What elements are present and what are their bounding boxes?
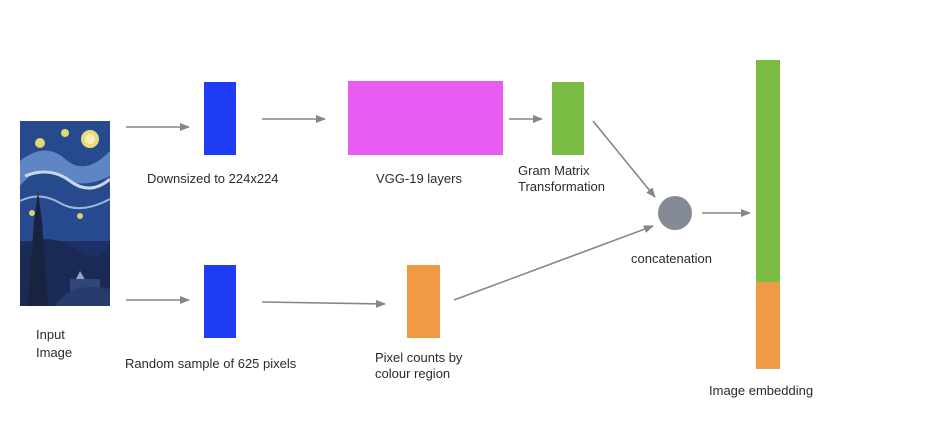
gram-label-line1: Gram Matrix — [518, 163, 590, 178]
image-embedding-bar — [756, 60, 780, 369]
pixel-counts-block — [407, 265, 440, 338]
downsize-label: Downsized to 224x224 — [147, 171, 279, 186]
gram-label-line2: Transformation — [518, 179, 605, 194]
sample-label: Random sample of 625 pixels — [125, 356, 297, 371]
arrow-sample-to-counts — [261, 299, 386, 308]
vgg19-block — [348, 81, 503, 155]
input-image — [20, 121, 110, 306]
random-sample-block — [204, 265, 236, 338]
counts-label-line1: Pixel counts by — [375, 350, 463, 365]
downsize-block — [204, 82, 236, 155]
embedding-label: Image embedding — [709, 383, 814, 398]
input-label-line2: Image — [36, 345, 73, 360]
embedding-colour-segment — [756, 282, 780, 369]
arrow-counts-to-concat — [453, 225, 654, 301]
starry-night-picture — [20, 121, 110, 306]
gram-matrix-block — [552, 82, 584, 155]
concat-label: concatenation — [631, 251, 712, 266]
vgg-label: VGG-19 layers — [376, 171, 462, 186]
embedding-style-segment — [756, 60, 780, 282]
input-label-line1: Input — [36, 327, 65, 342]
counts-label-line2: colour region — [375, 366, 451, 381]
concatenation-node — [658, 196, 692, 230]
